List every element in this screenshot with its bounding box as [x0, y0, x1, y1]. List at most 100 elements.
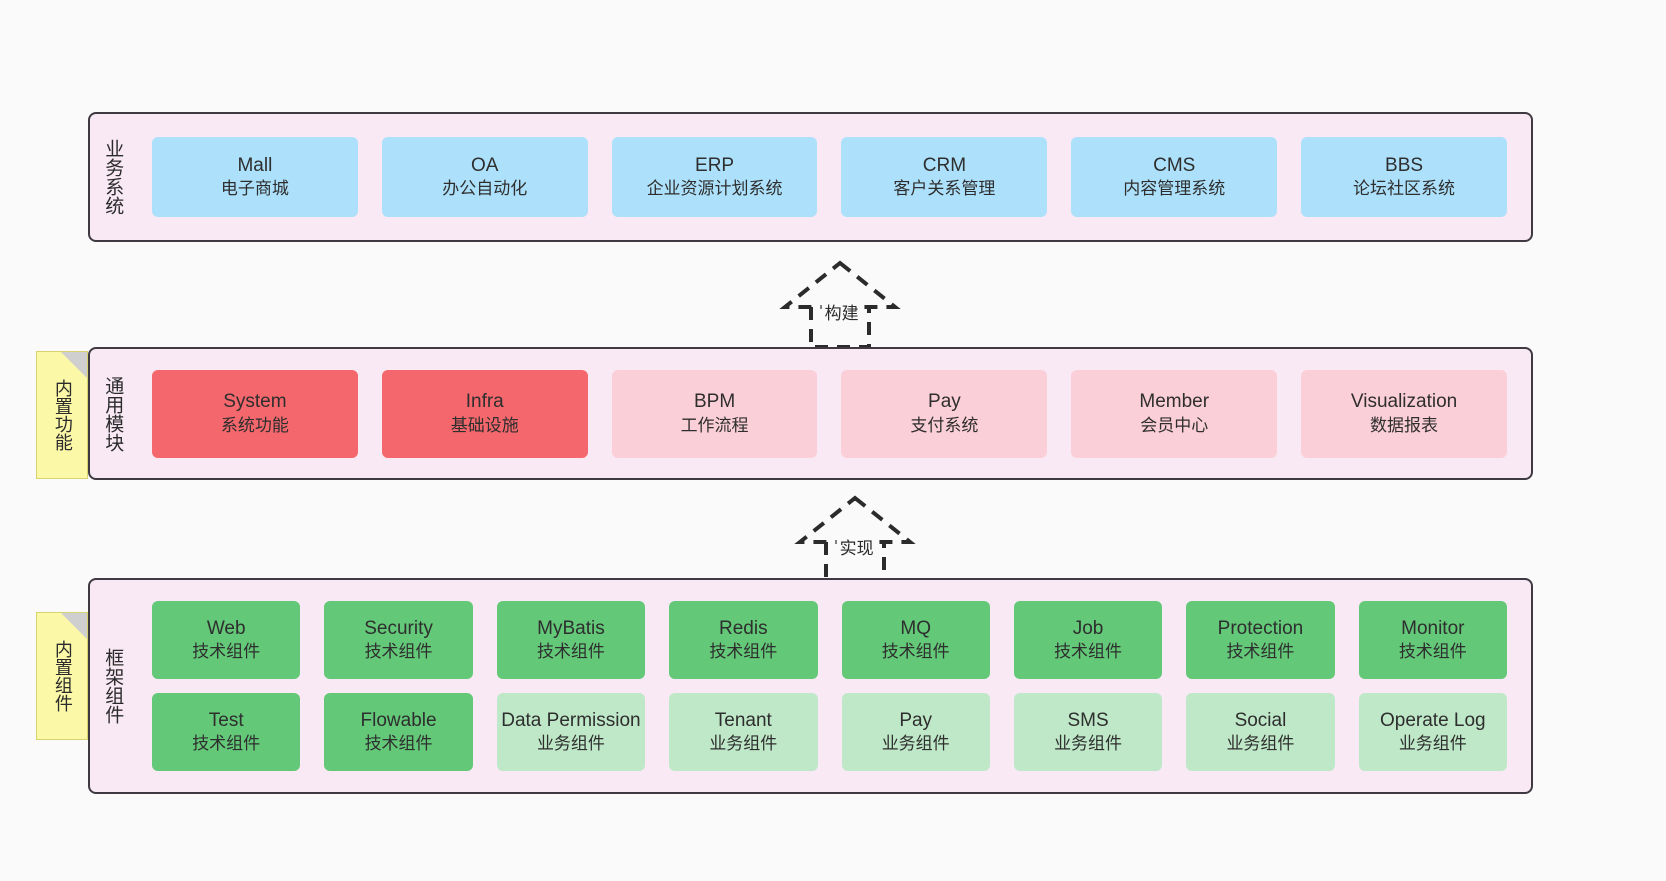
- layer-framework-component: 框架组件 Web 技术组件 Security 技术组件 MyBatis 技术组件…: [88, 578, 1533, 794]
- node-erp[interactable]: ERP 企业资源计划系统: [611, 137, 818, 217]
- node-label-cn: 业务组件: [536, 734, 605, 754]
- node-bbs[interactable]: BBS 论坛社区系统: [1301, 137, 1507, 217]
- node-oa[interactable]: OA 办公自动化: [381, 137, 588, 217]
- node-label-en: Monitor: [1401, 617, 1465, 639]
- layer-title-business: 业务系统: [102, 139, 124, 215]
- layer-body-business: Mall 电子商城 OA 办公自动化 ERP 企业资源计划系统 CRM 客户关系…: [134, 114, 1531, 240]
- node-label-cn: 企业资源计划系统: [646, 179, 783, 199]
- node-label-en: Pay: [928, 391, 961, 413]
- layer-common-module: 通用模块 System 系统功能 Infra 基础设施 BPM 工作流程 Pay…: [88, 347, 1533, 480]
- node-label-cn: 客户关系管理: [893, 179, 996, 199]
- node-data-permission[interactable]: Data Permission 业务组件: [496, 693, 646, 771]
- connector-label-build: 构建: [821, 299, 862, 324]
- node-pay-component[interactable]: Pay 业务组件: [841, 693, 990, 771]
- node-label-cn: 技术组件: [536, 642, 605, 662]
- node-label-cn: 技术组件: [1398, 642, 1467, 662]
- node-label-en: Job: [1072, 617, 1104, 639]
- node-label-en: MQ: [900, 617, 931, 639]
- node-visualization[interactable]: Visualization 数据报表: [1301, 369, 1507, 458]
- node-operate-log[interactable]: Operate Log 业务组件: [1358, 693, 1507, 771]
- node-label-en: System: [223, 391, 287, 413]
- node-label-cn: 论坛社区系统: [1353, 179, 1456, 199]
- connector-label-implement: 实现: [836, 534, 877, 559]
- layer-business-system: 业务系统 Mall 电子商城 OA 办公自动化 ERP 企业资源计划系统 CRM…: [88, 112, 1533, 242]
- node-label-en: MyBatis: [537, 617, 605, 639]
- node-label-en: Infra: [465, 391, 504, 413]
- node-label-en: OA: [471, 154, 499, 176]
- node-tenant[interactable]: Tenant 业务组件: [669, 693, 818, 771]
- connector-implement: 实现: [770, 490, 940, 590]
- node-label-cn: 技术组件: [364, 642, 433, 662]
- node-protection[interactable]: Protection 技术组件: [1186, 601, 1335, 679]
- node-label-en: SMS: [1067, 709, 1109, 731]
- node-label-en: Member: [1139, 391, 1210, 413]
- node-label-en: CRM: [922, 154, 967, 176]
- node-label-en: Protection: [1217, 617, 1304, 639]
- node-label-en: Data Permission: [501, 709, 641, 731]
- node-label-en: Test: [208, 709, 244, 731]
- node-label-en: BBS: [1385, 154, 1424, 176]
- framework-row-technical: Web 技术组件 Security 技术组件 MyBatis 技术组件 Redi…: [140, 601, 1519, 679]
- note-builtin-function: 内置功能: [36, 351, 88, 479]
- connector-build: 构建: [755, 255, 925, 355]
- node-member[interactable]: Member 会员中心: [1071, 369, 1278, 458]
- node-label-cn: 工作流程: [680, 415, 749, 435]
- node-label-cn: 业务组件: [709, 734, 778, 754]
- node-label-en: Redis: [719, 617, 768, 639]
- node-infra[interactable]: Infra 基础设施: [381, 369, 588, 458]
- node-label-cn: 技术组件: [1226, 642, 1295, 662]
- node-label-en: Flowable: [360, 709, 437, 731]
- node-security[interactable]: Security 技术组件: [324, 601, 473, 679]
- node-test[interactable]: Test 技术组件: [152, 693, 301, 771]
- note-label: 内置功能: [52, 379, 73, 451]
- node-label-en: Pay: [899, 709, 933, 731]
- node-mybatis[interactable]: MyBatis 技术组件: [496, 601, 646, 679]
- node-label-cn: 技术组件: [364, 734, 433, 754]
- node-label-en: Social: [1234, 709, 1287, 731]
- node-label-en: BPM: [693, 391, 736, 413]
- node-label-cn: 支付系统: [910, 415, 979, 435]
- node-label-cn: 办公自动化: [442, 179, 528, 199]
- node-social[interactable]: Social 业务组件: [1186, 693, 1335, 771]
- node-flowable[interactable]: Flowable 技术组件: [324, 693, 473, 771]
- node-cms[interactable]: CMS 内容管理系统: [1071, 137, 1278, 217]
- node-label-en: Tenant: [714, 709, 772, 731]
- node-label-cn: 业务组件: [881, 734, 950, 754]
- layer-body-common: System 系统功能 Infra 基础设施 BPM 工作流程 Pay 支付系统…: [134, 349, 1531, 478]
- note-builtin-component: 内置组件: [36, 612, 88, 740]
- node-label-cn: 基础设施: [450, 415, 519, 435]
- node-sms[interactable]: SMS 业务组件: [1013, 693, 1163, 771]
- node-pay-module[interactable]: Pay 支付系统: [841, 369, 1048, 458]
- framework-row-business: Test 技术组件 Flowable 技术组件 Data Permission …: [140, 693, 1519, 771]
- node-job[interactable]: Job 技术组件: [1013, 601, 1163, 679]
- node-mq[interactable]: MQ 技术组件: [841, 601, 990, 679]
- node-crm[interactable]: CRM 客户关系管理: [841, 137, 1048, 217]
- node-label-cn: 技术组件: [881, 642, 950, 662]
- node-label-cn: 技术组件: [709, 642, 778, 662]
- node-label-en: ERP: [695, 154, 735, 176]
- layer-title-framework: 框架组件: [102, 648, 124, 724]
- node-label-en: Mall: [237, 154, 273, 176]
- node-label-cn: 业务组件: [1398, 734, 1467, 754]
- node-label-en: Web: [206, 617, 246, 639]
- node-label-en: Visualization: [1350, 391, 1458, 413]
- node-mall[interactable]: Mall 电子商城: [152, 137, 358, 217]
- node-redis[interactable]: Redis 技术组件: [669, 601, 818, 679]
- node-label-cn: 技术组件: [192, 642, 261, 662]
- node-label-en: Security: [364, 617, 433, 639]
- node-web[interactable]: Web 技术组件: [152, 601, 301, 679]
- node-label-en: CMS: [1153, 154, 1196, 176]
- node-label-cn: 系统功能: [220, 415, 289, 435]
- note-label: 内置组件: [52, 640, 73, 712]
- node-label-cn: 内容管理系统: [1123, 179, 1226, 199]
- node-system[interactable]: System 系统功能: [152, 369, 358, 458]
- node-label-cn: 业务组件: [1054, 734, 1123, 754]
- node-monitor[interactable]: Monitor 技术组件: [1358, 601, 1507, 679]
- node-label-en: Operate Log: [1379, 709, 1486, 731]
- node-label-cn: 技术组件: [1054, 642, 1123, 662]
- node-label-cn: 技术组件: [192, 734, 261, 754]
- node-bpm[interactable]: BPM 工作流程: [611, 369, 818, 458]
- node-label-cn: 业务组件: [1226, 734, 1295, 754]
- layer-body-framework: Web 技术组件 Security 技术组件 MyBatis 技术组件 Redi…: [134, 580, 1531, 792]
